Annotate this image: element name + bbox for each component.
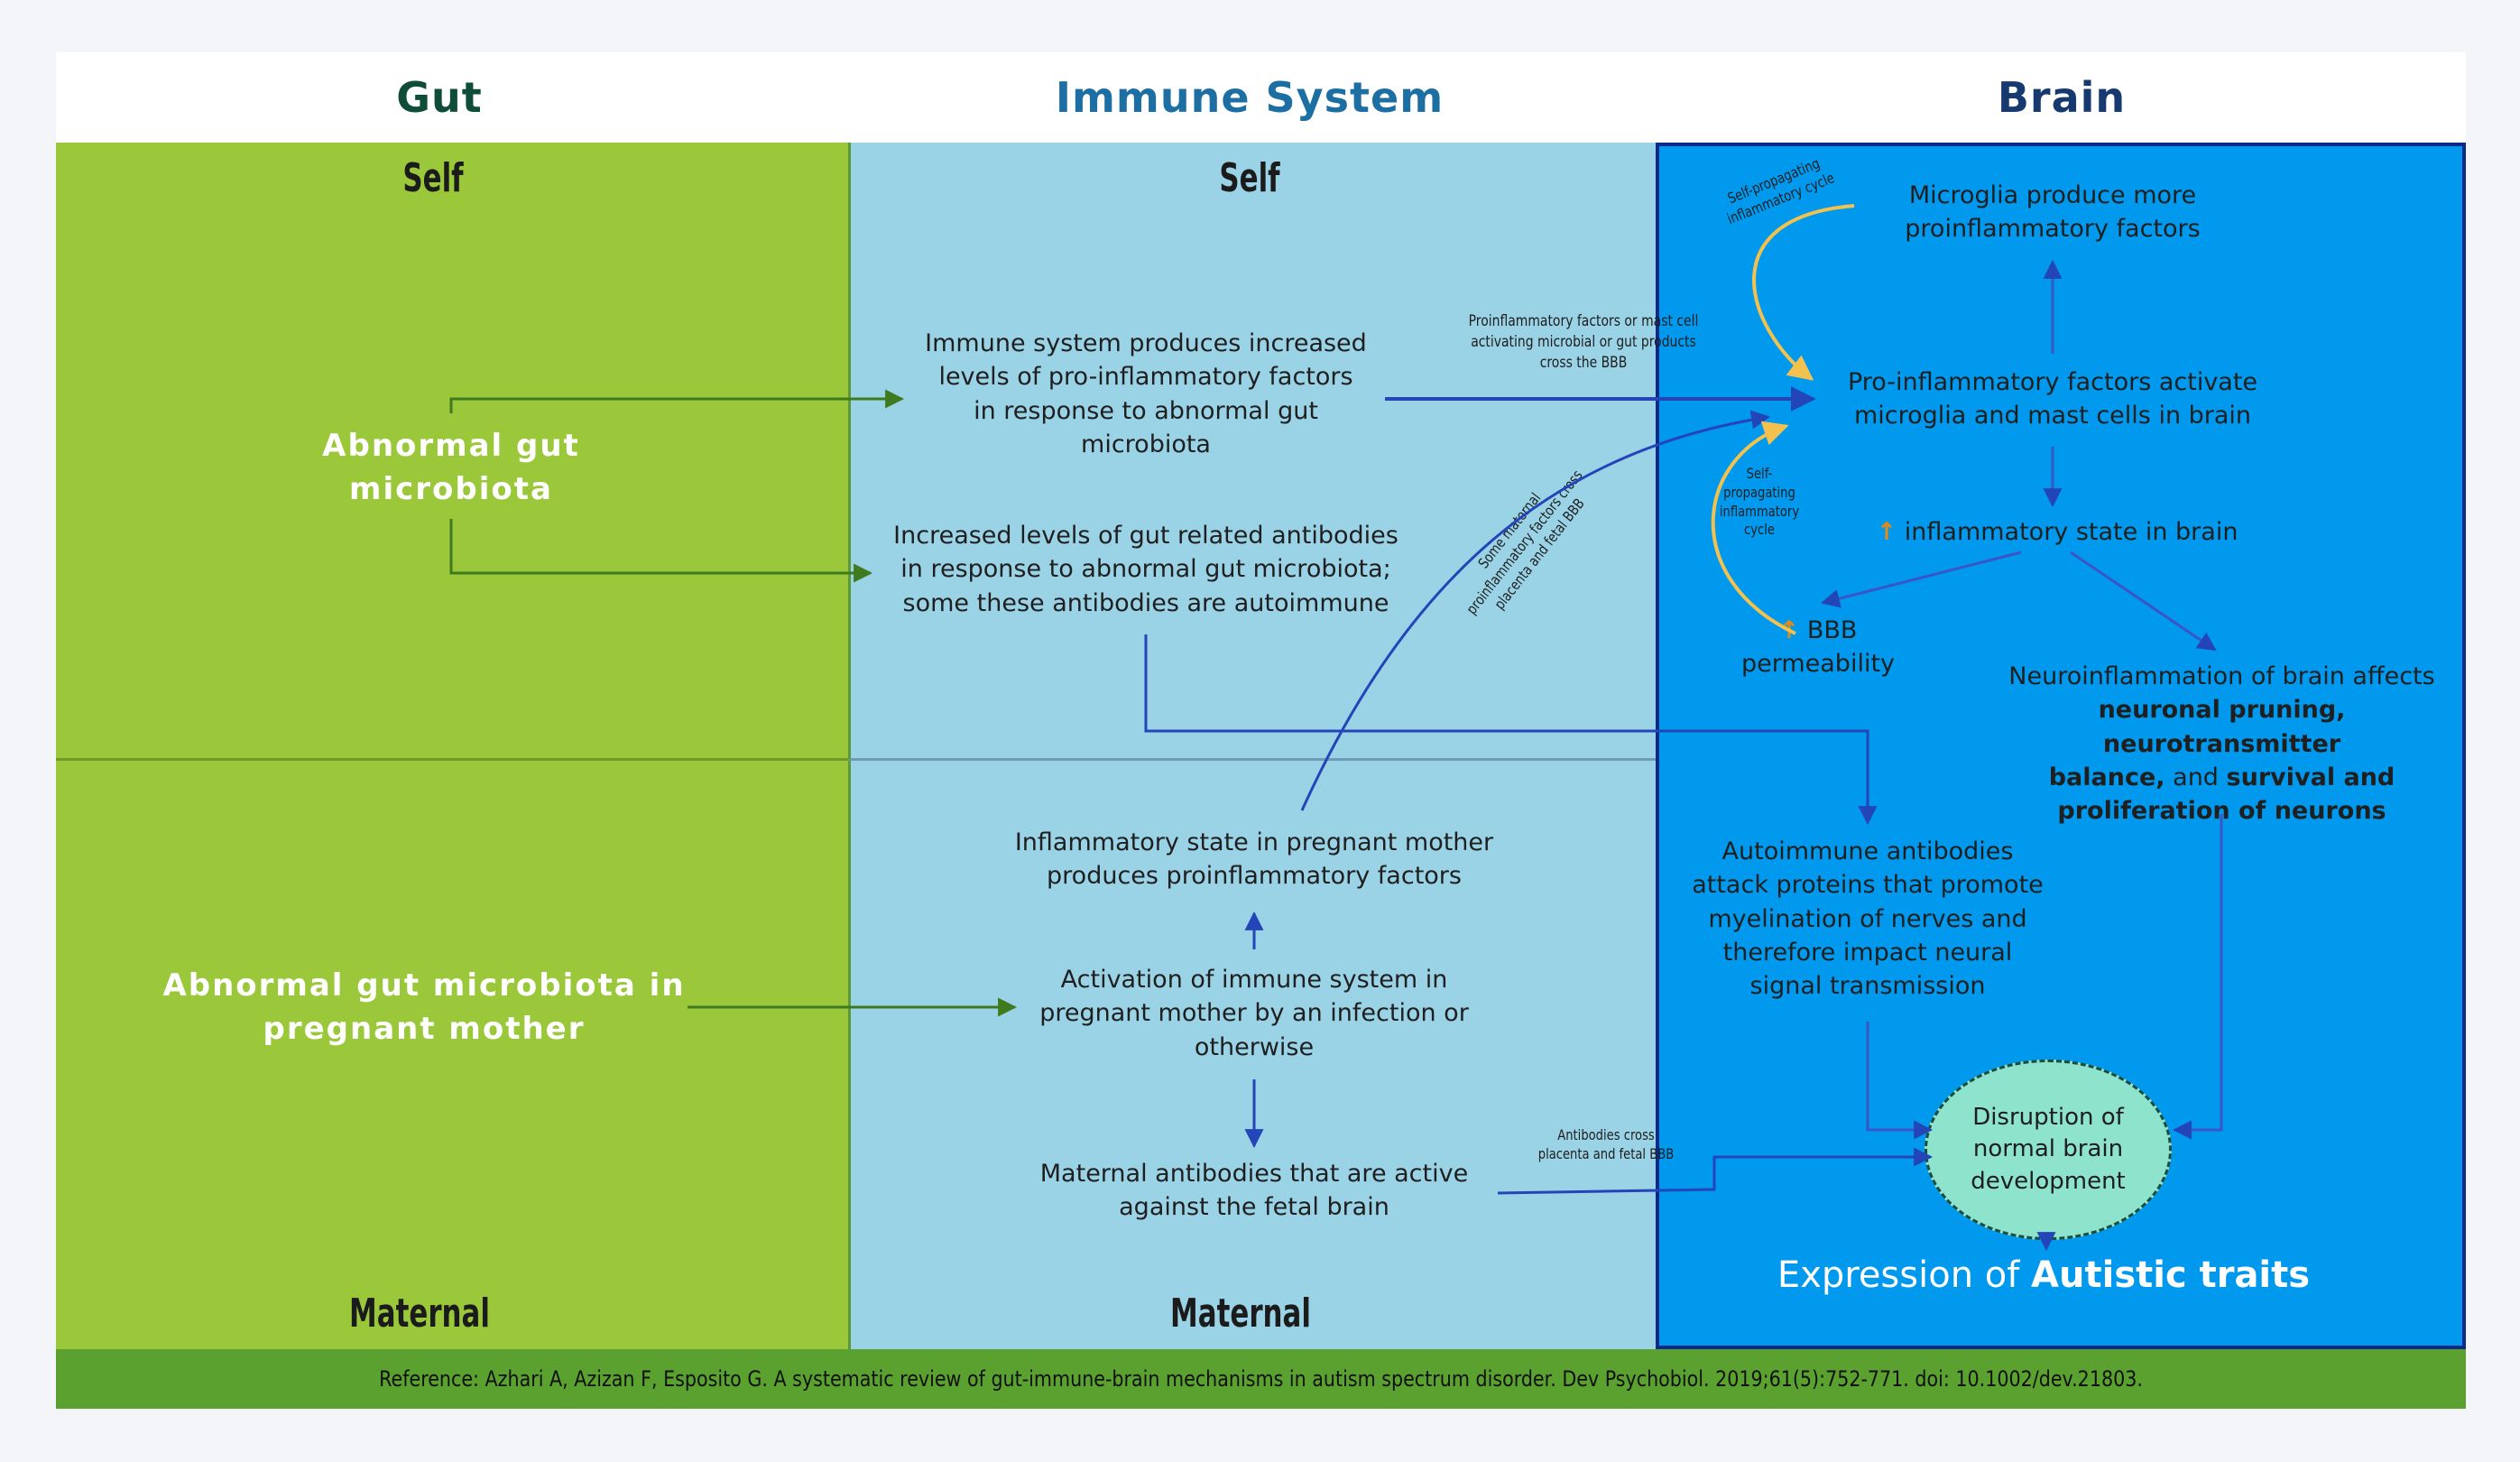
arrow-neuro-to-disruption: [2172, 814, 2223, 1140]
arrow-maternal-factors-curve: [1300, 410, 1771, 811]
arrow-maternal-ab-to-disruption: [1497, 1147, 1934, 1195]
arrow-gut-to-proinflammatory: [449, 389, 905, 413]
immune-maternal-panel: [848, 761, 1656, 1349]
bbb-permeability-text: ↑ BBB permeability: [1740, 616, 1896, 679]
antibodies-cross-label: Antibodies cross placenta and fetal BBB: [1537, 1126, 1675, 1162]
arrow-self-cycle-top: [1752, 204, 1855, 381]
immune-activation-text: Activation of immune system in pregnant …: [1039, 966, 1469, 1061]
maternal-antibodies-text: Maternal antibodies that are active agai…: [1039, 1160, 1469, 1222]
microglia-produce-text: Microglia produce more proinflammatory f…: [1905, 181, 2201, 244]
up-arrow-icon: ↑: [1876, 518, 1897, 546]
gut-maternal-label: Maternal: [349, 1291, 490, 1337]
immune-self-label: Self: [1219, 155, 1280, 201]
arrow-inflam-to-neuro: [2070, 551, 2217, 652]
gut-self-panel: [56, 143, 848, 761]
arrow-inflam-to-bbb: [1820, 551, 2022, 608]
abnormal-gut-microbiota: Abnormal gut microbiota: [322, 428, 580, 508]
arrow-gut-to-antibodies: [449, 519, 873, 583]
disruption-brain-development-node: Disruption of normal brain development: [1925, 1059, 2172, 1240]
activate-microglia-text: Pro-inflammatory factors activate microg…: [1847, 368, 2258, 430]
expression-autistic-traits: Expression of Autistic traits: [1777, 1254, 2311, 1296]
header-gut: Gut: [396, 73, 483, 122]
reference-text: Reference: Azhari A, Azizan F, Esposito …: [379, 1366, 2143, 1392]
arrow-autoimmune-to-disruption: [1866, 1022, 1934, 1140]
neuroinflammation-text: Neuroinflammation of brain affects neuro…: [2008, 662, 2435, 825]
gut-maternal-panel: [56, 761, 848, 1349]
abnormal-gut-microbiota-pregnant: Abnormal gut microbiota in pregnant moth…: [162, 967, 686, 1048]
autoimmune-antibodies-text: Autoimmune antibodies attack proteins th…: [1692, 837, 2044, 1000]
immune-maternal-label: Maternal: [1170, 1291, 1311, 1337]
self-cycle-mid-label: Self- propagating inflammatory cycle: [1719, 465, 1800, 539]
header-immune-system: Immune System: [1055, 73, 1445, 122]
header-brain: Brain: [1997, 73, 2127, 122]
arrow-self-cycle-mid: [1711, 421, 1796, 635]
immune-self-panel: [848, 143, 1656, 761]
pregnant-inflammatory-state-text: Inflammatory state in pregnant mother pr…: [1014, 828, 1494, 891]
arrow-antibodies-to-autoimmune: [1144, 634, 1878, 826]
proinflammatory-cross-bbb-label: Proinflammatory factors or mast cell act…: [1468, 312, 1699, 372]
gut-self-label: Self: [402, 155, 464, 201]
reference-footer: Reference: Azhari A, Azizan F, Esposito …: [56, 1349, 2466, 1409]
immune-proinflammatory-text: Immune system produces increased levels …: [925, 329, 1367, 458]
inflammatory-state-brain-text: ↑ inflammatory state in brain: [1876, 518, 2238, 546]
gut-antibodies-text: Increased levels of gut related antibodi…: [893, 522, 1398, 617]
